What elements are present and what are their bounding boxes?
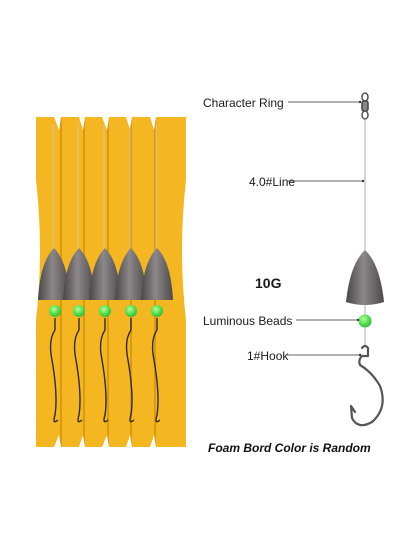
- caption: Foam Bord Color is Random: [208, 441, 371, 455]
- hook-icon: [349, 344, 384, 427]
- label-hook: 1#Hook: [247, 349, 289, 363]
- rig-group: [38, 125, 173, 423]
- swivel-icon: [361, 92, 369, 120]
- sinker-icon: [38, 248, 173, 300]
- label-luminous-beads: Luminous Beads: [203, 314, 293, 328]
- rig-diagram: [287, 92, 384, 427]
- sinker-icon: [346, 250, 384, 305]
- label-line: 4.0#Line: [249, 175, 296, 189]
- label-character-ring: Character Ring: [203, 96, 284, 110]
- hook-icon: [49, 318, 161, 423]
- luminous-bead-icon: [358, 314, 372, 328]
- luminous-bead-icon: [49, 305, 163, 317]
- label-weight: 10G: [255, 275, 282, 291]
